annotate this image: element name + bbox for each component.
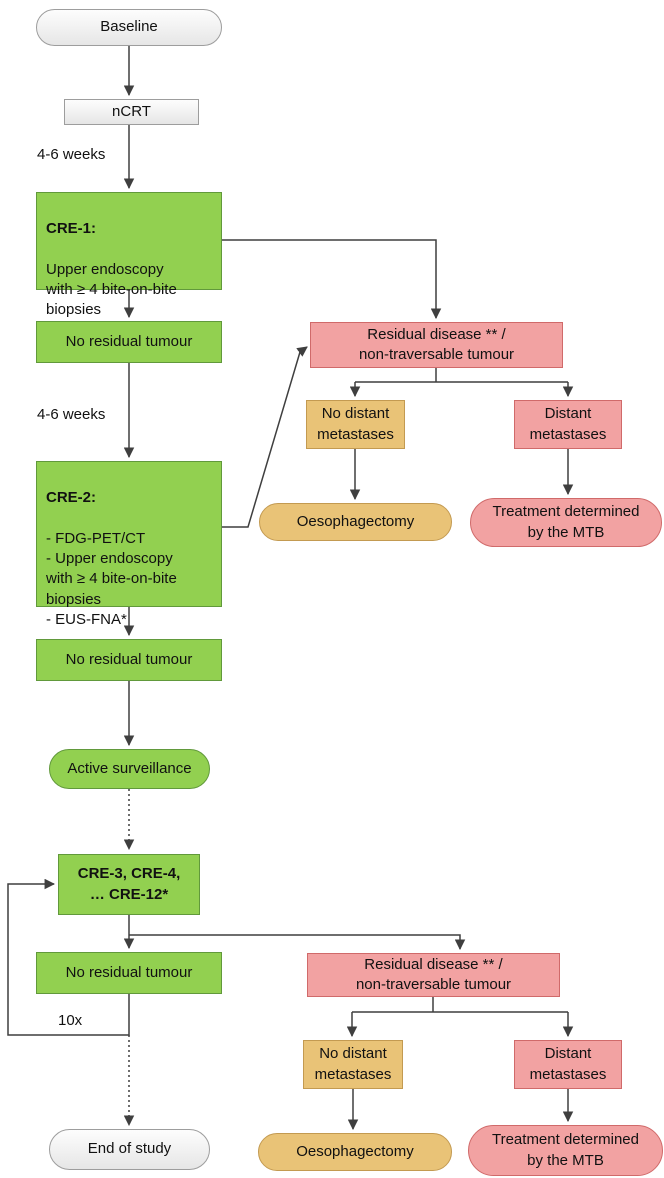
oesophagectomy-bottom-label: Oesophagectomy [296, 1142, 414, 1160]
residual-disease-bottom-label: Residual disease ** / non-traversable tu… [355, 955, 512, 993]
no-residual-tumour-2-label: No residual tumour [65, 650, 193, 668]
cre2-text: CRE-2: - FDG-PET/CT - Upper endoscopy wi… [46, 468, 177, 650]
cre3-title: CRE-3, CRE-4, … CRE-12* [77, 865, 181, 903]
active-surveillance-node: Active surveillance [49, 749, 210, 789]
oesophagectomy-top-label: Oesophagectomy [296, 512, 415, 530]
connector-cre3-residualbottom [129, 934, 466, 951]
connector-cre1-residualtop [222, 239, 442, 320]
oesophagectomy-bottom-node: Oesophagectomy [258, 1133, 452, 1171]
cre2-title: CRE-2: [46, 489, 97, 507]
no-residual-tumour-3-node: No residual tumour [36, 952, 222, 994]
mtb-top-node: Treatment determined by the MTB [470, 498, 662, 547]
cre1-node: CRE-1: Upper endoscopy with ≥ 4 bite-on-… [36, 192, 222, 318]
no-distant-metastases-top-node: No distant metastases [306, 400, 405, 449]
mtb-bottom-label: Treatment determined by the MTB [491, 1131, 639, 1169]
residual-disease-top-node: Residual disease ** / non-traversable tu… [310, 322, 563, 368]
cre3-node: CRE-3, CRE-4, … CRE-12* [58, 854, 200, 915]
connector-cre2-residualtop [222, 346, 308, 528]
baseline-label: Baseline [100, 18, 158, 36]
residual-disease-bottom-node: Residual disease ** / non-traversable tu… [307, 953, 560, 997]
ncrt-label: nCRT [112, 102, 151, 120]
cre1-title: CRE-1: [46, 220, 97, 238]
baseline-node: Baseline [36, 9, 222, 46]
no-residual-tumour-2-node: No residual tumour [36, 639, 222, 681]
interval-label-2: 4-6 weeks [37, 406, 106, 423]
no-distant-metastases-bottom-label: No distant metastases [314, 1045, 392, 1083]
end-of-study-node: End of study [49, 1129, 210, 1170]
residual-disease-top-label: Residual disease ** / non-traversable tu… [358, 325, 515, 363]
no-residual-tumour-1-label: No residual tumour [65, 332, 193, 350]
active-surveillance-label: Active surveillance [67, 759, 192, 777]
mtb-top-label: Treatment determined by the MTB [492, 503, 640, 541]
no-residual-tumour-1-node: No residual tumour [36, 321, 222, 363]
no-residual-tumour-3-label: No residual tumour [65, 963, 193, 981]
no-distant-metastases-top-label: No distant metastases [317, 405, 394, 443]
mtb-bottom-node: Treatment determined by the MTB [468, 1125, 663, 1176]
cre1-text: CRE-1: Upper endoscopy with ≥ 4 bite-on-… [46, 199, 177, 341]
interval-label-1: 4-6 weeks [37, 146, 106, 163]
ncrt-node: nCRT [64, 99, 199, 125]
oesophagectomy-top-node: Oesophagectomy [259, 503, 452, 541]
cre2-body: - FDG-PET/CT - Upper endoscopy with ≥ 4 … [46, 529, 177, 628]
distant-metastases-bottom-label: Distant metastases [529, 1045, 607, 1083]
distant-metastases-bottom-node: Distant metastases [514, 1040, 622, 1089]
cre2-node: CRE-2: - FDG-PET/CT - Upper endoscopy wi… [36, 461, 222, 628]
no-distant-metastases-bottom-node: No distant metastases [303, 1040, 403, 1089]
distant-metastases-top-label: Distant metastases [529, 405, 607, 443]
loop-count-label: 10x [58, 1012, 83, 1029]
cre1-body: Upper endoscopy with ≥ 4 bite-on-bite bi… [46, 260, 177, 319]
connector-loop-10x [7, 878, 130, 1036]
end-of-study-label: End of study [87, 1140, 172, 1158]
distant-metastases-top-node: Distant metastases [514, 400, 622, 449]
